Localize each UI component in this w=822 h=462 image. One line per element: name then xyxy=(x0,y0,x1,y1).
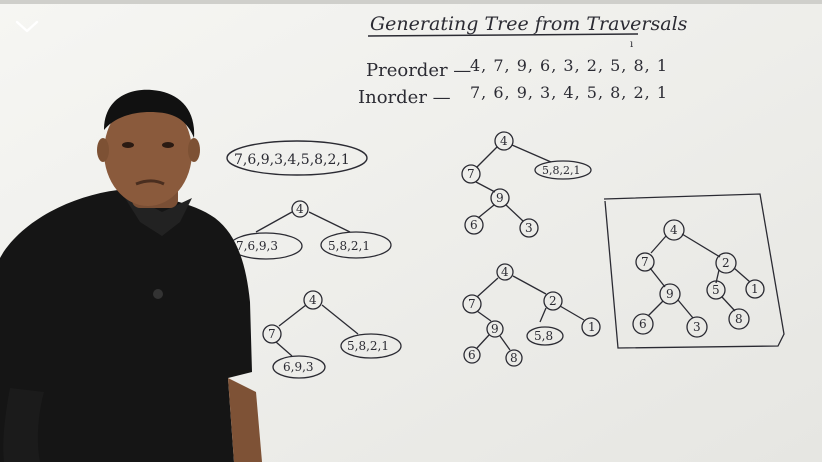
tree-e-right-list: 5,8 xyxy=(534,329,553,343)
collapse-chevron-icon[interactable] xyxy=(14,18,40,36)
tree-b-right-list: 5,8,2,1 xyxy=(328,239,370,253)
tree-e-root: 4 xyxy=(501,265,509,279)
tree-e-lr: 8 xyxy=(510,351,518,365)
tree-e-right: 2 xyxy=(549,294,557,308)
svg-text:ı: ı xyxy=(630,39,633,50)
board-title: Generating Tree from Traversals xyxy=(370,13,688,35)
inorder-label: Inorder — xyxy=(358,87,451,108)
tree-d-right-list: 5,8,2,1 xyxy=(542,164,580,177)
tree-f-mid: 9 xyxy=(666,287,674,301)
tree-f-rr: 1 xyxy=(751,282,759,296)
tree-c-right-list: 5,8,2,1 xyxy=(347,339,389,353)
tree-e-ll: 6 xyxy=(468,348,476,362)
tree-a-list: 7,6,9,3,4,5,8,2,1 xyxy=(234,152,350,168)
tree-f-root: 4 xyxy=(670,223,678,237)
tree-e-mid: 9 xyxy=(491,322,499,336)
inorder-values: 7, 6, 9, 3, 4, 5, 8, 2, 1 xyxy=(470,83,668,102)
tree-c-left-list: 6,9,3 xyxy=(283,360,314,374)
preorder-label: Preorder — xyxy=(366,60,471,81)
tree-f-right: 2 xyxy=(722,256,730,270)
tree-f-rl: 5 xyxy=(712,283,720,297)
tree-f-rlr: 8 xyxy=(735,312,743,326)
tree-b-left-list: 7,6,9,3 xyxy=(236,239,278,253)
tree-f-ll: 6 xyxy=(639,317,647,331)
tree-d-ll: 6 xyxy=(470,218,478,232)
tree-c-left: 7 xyxy=(268,327,276,341)
tree-e-rr: 1 xyxy=(588,320,596,334)
tree-d-lr: 3 xyxy=(525,221,533,235)
tree-f-left: 7 xyxy=(641,255,649,269)
tree-d-mid: 9 xyxy=(496,191,504,205)
tree-d-root: 4 xyxy=(500,134,508,148)
tree-b-root: 4 xyxy=(296,202,304,216)
tree-d-left: 7 xyxy=(467,167,475,181)
tree-f-lr: 3 xyxy=(693,320,701,334)
presenter xyxy=(0,89,262,462)
tree-c-root: 4 xyxy=(309,293,317,307)
tree-e-left: 7 xyxy=(468,297,476,311)
preorder-values: 4, 7, 9, 6, 3, 2, 5, 8, 1 xyxy=(470,56,668,75)
